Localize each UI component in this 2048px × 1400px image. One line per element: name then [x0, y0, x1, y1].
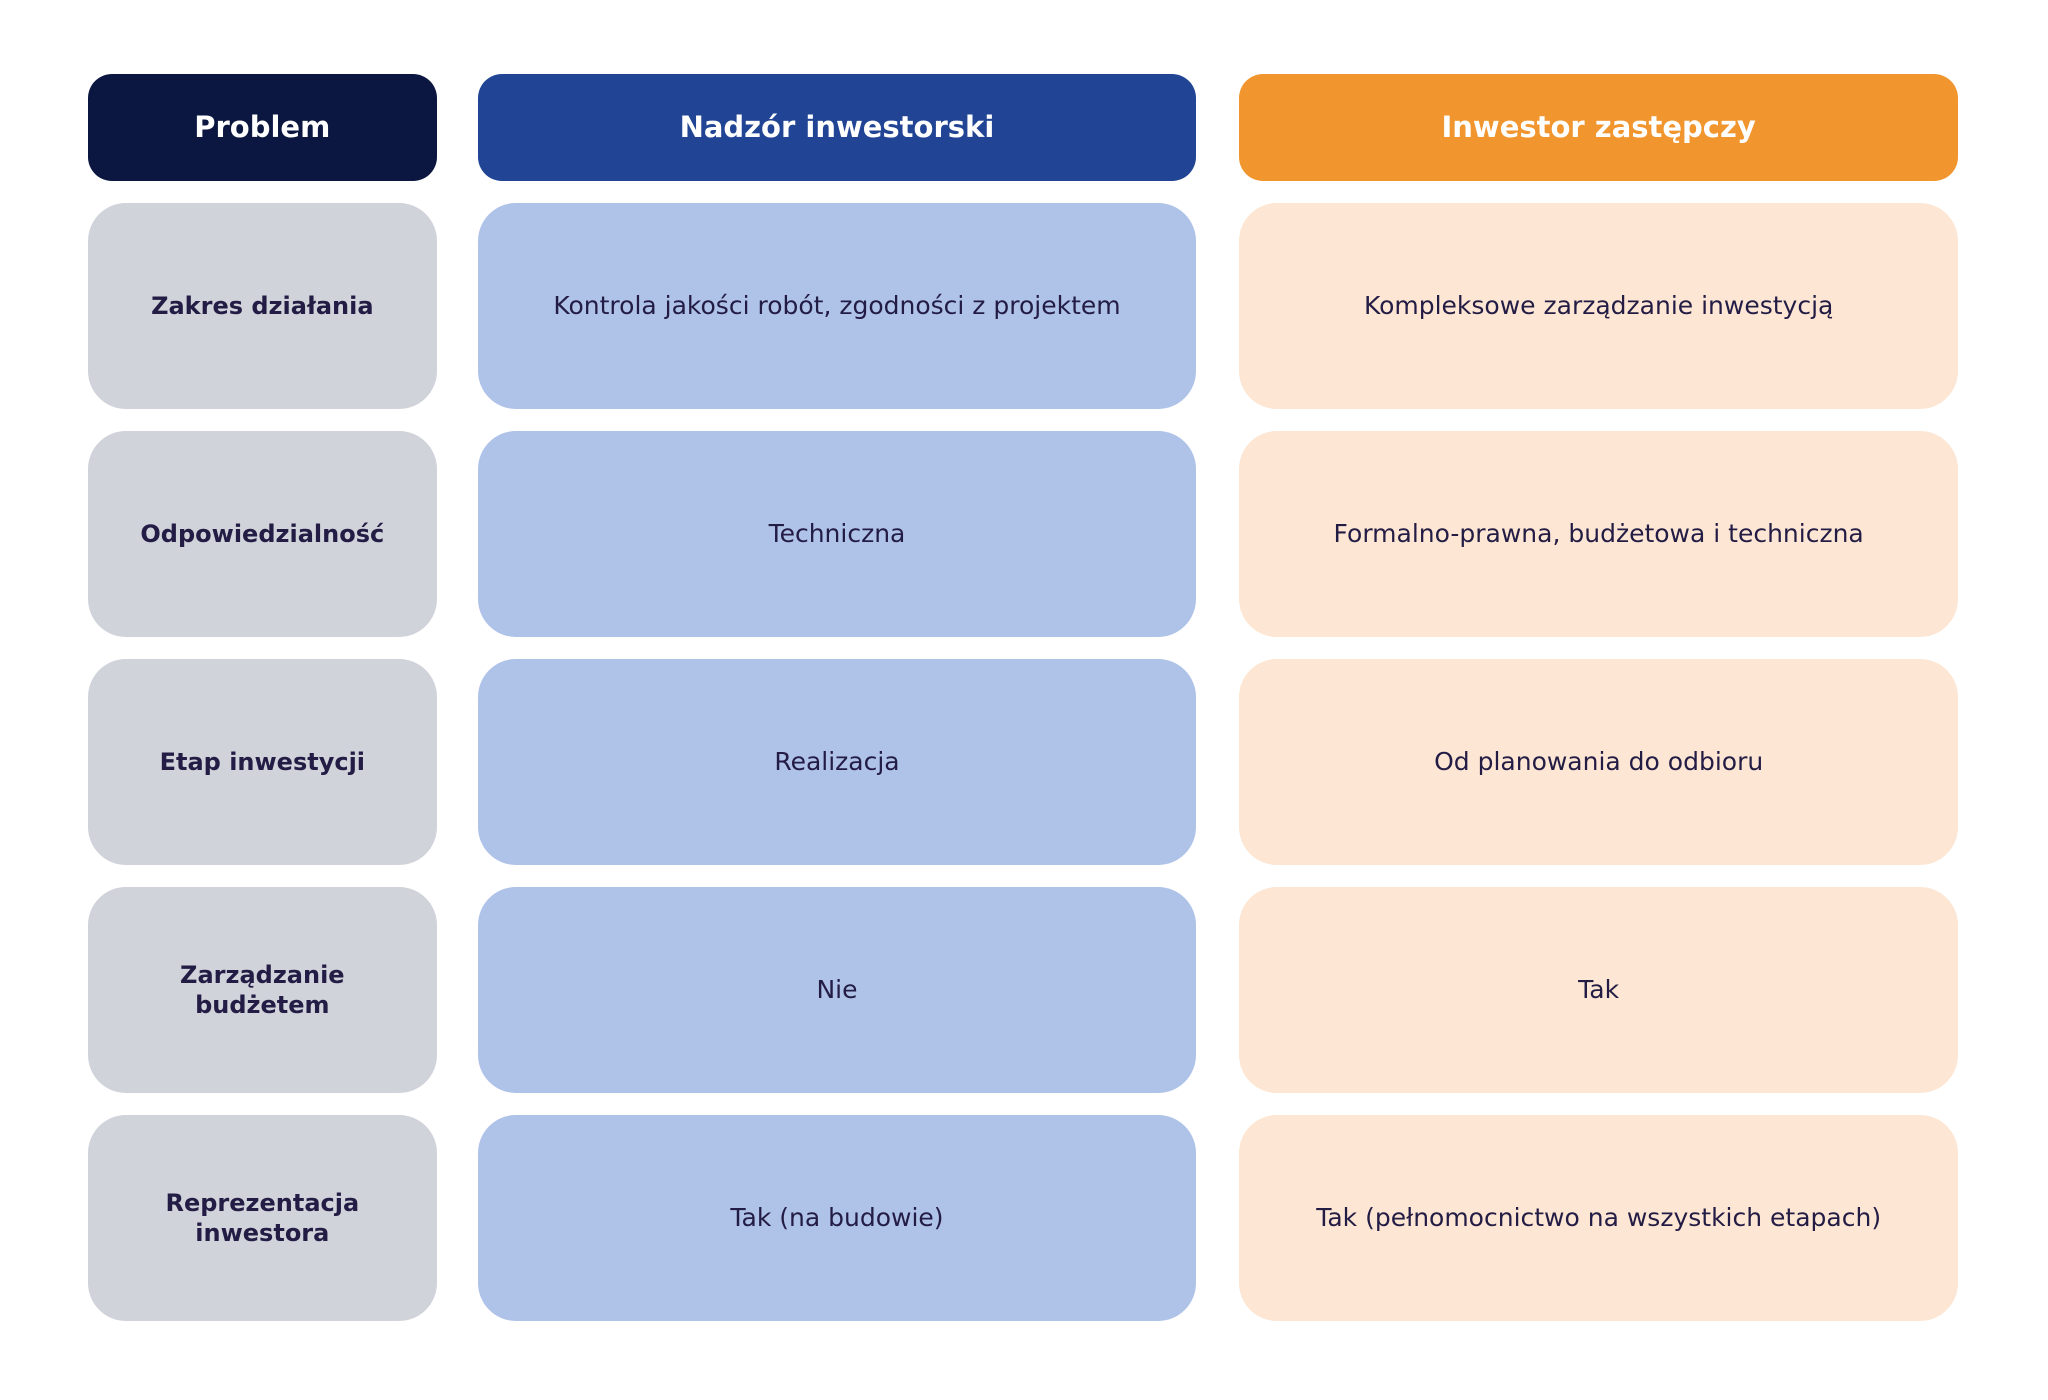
nadzor-cell: Nie [477, 887, 1197, 1093]
header-row: Problem Nadzór inwestorski Inwestor zast… [88, 74, 1958, 181]
nadzor-cell: Techniczna [477, 431, 1197, 637]
inwestor-cell: Kompleksowe zarządzanie inwestycją [1239, 203, 1958, 409]
row-label: Zarządzanie budżetem [88, 887, 437, 1093]
inwestor-cell: Od planowania do odbioru [1239, 659, 1958, 865]
table-row: Zarządzanie budżetem Nie Tak [88, 887, 1958, 1093]
table-row: Odpowiedzialność Techniczna Formalno-pra… [88, 431, 1958, 637]
header-nadzor-inwestorski: Nadzór inwestorski [477, 74, 1197, 181]
row-label: Odpowiedzialność [88, 431, 437, 637]
nadzor-cell: Kontrola jakości robót, zgodności z proj… [477, 203, 1197, 409]
row-label: Reprezentacja inwestora [88, 1115, 437, 1321]
row-label: Etap inwestycji [88, 659, 437, 865]
comparison-table: Problem Nadzór inwestorski Inwestor zast… [88, 74, 1958, 1343]
row-label: Zakres działania [88, 203, 437, 409]
table-row: Zakres działania Kontrola jakości robót,… [88, 203, 1958, 409]
inwestor-cell: Formalno-prawna, budżetowa i techniczna [1239, 431, 1958, 637]
header-inwestor-zastepczy: Inwestor zastępczy [1239, 74, 1958, 181]
table-row: Etap inwestycji Realizacja Od planowania… [88, 659, 1958, 865]
inwestor-cell: Tak [1239, 887, 1958, 1093]
header-problem: Problem [88, 74, 437, 181]
nadzor-cell: Tak (na budowie) [477, 1115, 1197, 1321]
table-row: Reprezentacja inwestora Tak (na budowie)… [88, 1115, 1958, 1321]
inwestor-cell: Tak (pełnomocnictwo na wszystkich etapac… [1239, 1115, 1958, 1321]
nadzor-cell: Realizacja [477, 659, 1197, 865]
